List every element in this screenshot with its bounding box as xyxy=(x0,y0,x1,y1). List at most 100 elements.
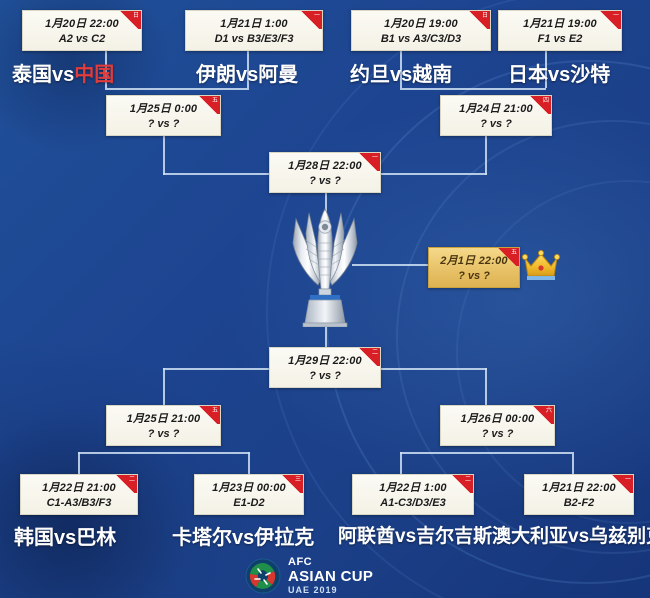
match-card[interactable]: 二 1月29日 22:00 ? vs ? xyxy=(269,347,381,388)
trophy-icon xyxy=(288,203,362,328)
weekday-label: 一 xyxy=(371,155,378,161)
connector xyxy=(352,264,430,266)
crown-icon xyxy=(521,248,561,284)
team-matchup-label: 阿联酋vs吉尔吉斯 xyxy=(338,526,493,547)
connector xyxy=(400,48,402,88)
match-date: 1月25日 0:00 xyxy=(129,103,198,115)
match-teams: D1 vs B3/E3/F3 xyxy=(214,33,294,45)
weekday-label: 五 xyxy=(211,408,218,414)
connector xyxy=(163,173,288,175)
team-matchup-label: 韩国vs巴林 xyxy=(14,527,117,549)
match-teams: ? vs ? xyxy=(481,428,514,440)
match-teams: ? vs ? xyxy=(309,370,341,382)
weekday-badge: 二 xyxy=(451,475,473,493)
logo-afc-text: AFC xyxy=(288,556,313,568)
weekday-label: 日 xyxy=(132,13,139,19)
match-date: 1月25日 21:00 xyxy=(126,413,201,425)
team-matchup-label: 日本vs沙特 xyxy=(508,64,611,86)
decorative-arc xyxy=(456,180,650,524)
match-teams: ? vs ? xyxy=(480,118,512,130)
weekday-label: 五 xyxy=(510,250,517,256)
weekday-label: 六 xyxy=(545,408,552,414)
connector xyxy=(105,88,249,90)
match-teams: C1-A3/B3/F3 xyxy=(46,497,112,509)
team-matchup-label: 伊朗vs阿曼 xyxy=(196,64,299,86)
connector xyxy=(400,452,402,476)
connector xyxy=(163,368,288,370)
match-card[interactable]: 五 1月25日 0:00 ? vs ? xyxy=(106,95,221,136)
weekday-label: 四 xyxy=(542,98,549,104)
weekday-label: 一 xyxy=(612,13,619,19)
match-card[interactable]: 二 1月22日 1:00 A1-C3/D3/E3 xyxy=(352,474,474,515)
connector xyxy=(105,48,107,88)
weekday-badge: 六 xyxy=(532,406,554,424)
match-card[interactable]: 一 1月28日 22:00 ? vs ? xyxy=(269,152,381,193)
weekday-label: 五 xyxy=(211,98,218,104)
match-date: 2月1日 22:00 xyxy=(440,255,508,267)
match-date: 1月26日 00:00 xyxy=(460,413,535,425)
connector xyxy=(163,133,165,175)
match-date: 1月28日 22:00 xyxy=(288,160,362,172)
team-matchup-label: 卡塔尔vs伊拉克 xyxy=(172,527,315,549)
connector xyxy=(78,452,80,476)
match-date: 1月21日 19:00 xyxy=(523,18,597,30)
weekday-badge: 日 xyxy=(468,11,490,29)
match-teams: B1 vs A3/C3/D3 xyxy=(380,33,462,45)
weekday-badge: 二 xyxy=(115,475,137,493)
weekday-badge: 日 xyxy=(119,11,141,29)
match-card[interactable]: 一 1月21日 19:00 F1 vs E2 xyxy=(498,10,622,51)
connector xyxy=(485,133,487,175)
connector xyxy=(248,452,250,476)
weekday-label: 日 xyxy=(481,13,488,19)
connector xyxy=(400,88,546,90)
weekday-badge: 一 xyxy=(358,153,380,171)
match-date: 1月29日 22:00 xyxy=(288,355,362,367)
connector xyxy=(363,368,487,370)
weekday-label: 二 xyxy=(464,477,471,483)
weekday-badge: 四 xyxy=(529,96,551,114)
match-card[interactable]: 六 1月26日 00:00 ? vs ? xyxy=(440,405,555,446)
match-teams: F1 vs E2 xyxy=(537,33,583,45)
connector xyxy=(78,452,250,454)
match-teams: ? vs ? xyxy=(309,175,341,187)
weekday-badge: 一 xyxy=(599,11,621,29)
match-date: 1月23日 00:00 xyxy=(212,482,286,494)
match-card[interactable]: 四 1月24日 21:00 ? vs ? xyxy=(440,95,552,136)
team-right-highlight: 中国 xyxy=(74,64,115,86)
match-teams: A2 vs C2 xyxy=(58,33,106,45)
match-date: 1月22日 21:00 xyxy=(42,482,116,494)
weekday-badge: 一 xyxy=(300,11,322,29)
weekday-label: 二 xyxy=(128,477,135,483)
weekday-badge: 五 xyxy=(198,406,220,424)
connector xyxy=(325,190,327,212)
match-card[interactable]: 一 1月21日 1:00 D1 vs B3/E3/F3 xyxy=(185,10,323,51)
final-match-card[interactable]: 五 2月1日 22:00 ? vs ? xyxy=(428,247,520,288)
match-card[interactable]: 二 1月22日 21:00 C1-A3/B3/F3 xyxy=(20,474,138,515)
weekday-label: 二 xyxy=(371,350,378,356)
connector xyxy=(572,452,574,476)
weekday-label: 一 xyxy=(624,477,631,483)
match-date: 1月21日 22:00 xyxy=(542,482,616,494)
match-teams: ? vs ? xyxy=(458,270,490,282)
match-card[interactable]: 一 1月21日 22:00 B2-F2 xyxy=(524,474,634,515)
afc-emblem-icon xyxy=(245,558,281,594)
match-card[interactable]: 日 1月20日 22:00 A2 vs C2 xyxy=(22,10,142,51)
match-teams: A1-C3/D3/E3 xyxy=(380,497,446,509)
connector xyxy=(485,368,487,408)
match-date: 1月20日 22:00 xyxy=(45,18,119,30)
weekday-badge: 三 xyxy=(281,475,303,493)
match-card[interactable]: 五 1月25日 21:00 ? vs ? xyxy=(106,405,221,446)
weekday-badge: 五 xyxy=(497,248,519,266)
team-matchup-label: 约旦vs越南 xyxy=(350,64,453,86)
logo-edition-text: UAE 2019 xyxy=(288,585,338,595)
weekday-badge: 五 xyxy=(198,96,220,114)
connector xyxy=(325,318,327,346)
match-date: 1月21日 1:00 xyxy=(220,18,288,30)
match-card[interactable]: 日 1月20日 19:00 B1 vs A3/C3/D3 xyxy=(351,10,491,51)
weekday-badge: 二 xyxy=(358,348,380,366)
match-card[interactable]: 三 1月23日 00:00 E1-D2 xyxy=(194,474,304,515)
match-teams: E1-D2 xyxy=(233,497,265,509)
team-matchup-label: 澳大利亚vs乌兹别克 xyxy=(492,526,650,547)
connector xyxy=(400,452,572,454)
